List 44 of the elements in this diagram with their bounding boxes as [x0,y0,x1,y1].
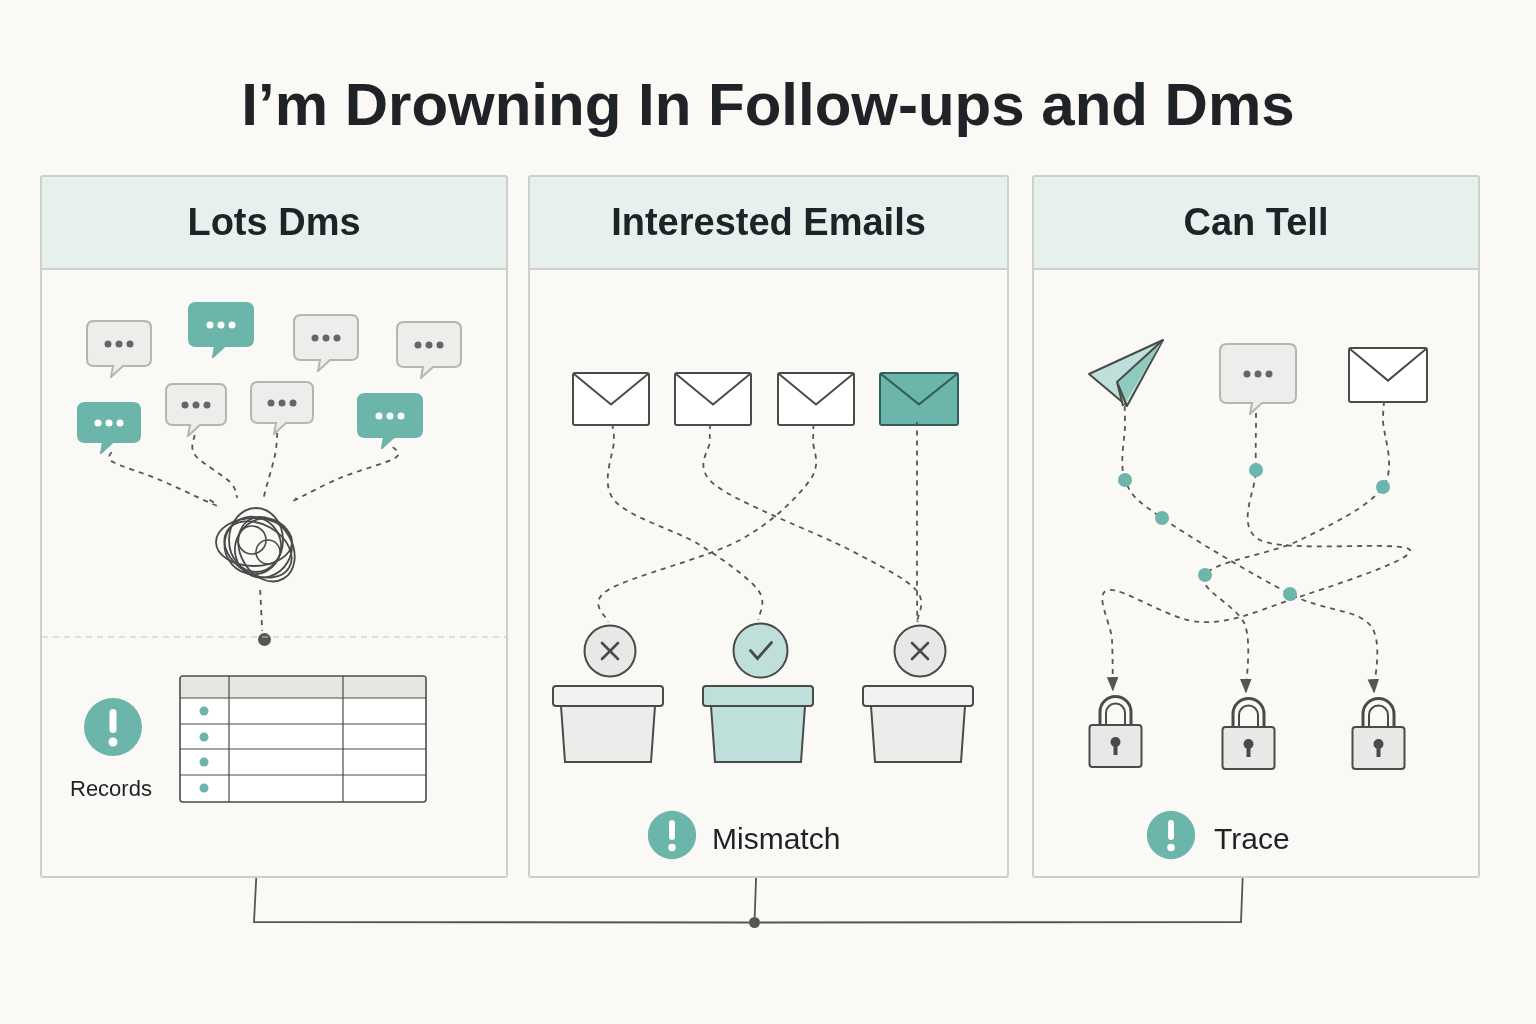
cross-circle-icon [583,624,637,678]
chat-bubble-icon [86,320,152,378]
padlock-icon [1221,694,1276,771]
panel [1032,175,1480,878]
chat-bubble-icon [188,302,254,358]
panel [528,175,1009,878]
padlock-icon [1351,694,1406,771]
panel-title: Interested Emails [611,200,926,245]
chat-bubble-icon [1219,343,1297,415]
warning-label: Records [70,775,152,803]
envelope-icon [1348,347,1428,403]
connector-line [253,877,750,924]
junction-dot [258,633,271,646]
warning-label: Trace [1214,821,1290,857]
connector-line [191,434,239,499]
envelope-icon [572,372,650,426]
arrow [1121,405,1381,694]
panel-title: Lots Dms [187,200,361,245]
panel-title: Can Tell [1183,200,1329,245]
envelope-icon [674,372,752,426]
check-circle-icon [732,622,789,679]
chat-bubble-icon [396,321,462,379]
connector-line [263,432,279,499]
chat-bubble-icon [165,383,227,437]
connector-line [753,877,757,918]
arrow [1101,412,1411,692]
connector-line [916,421,919,623]
connector-line [606,423,764,621]
paper-plane-icon [1087,338,1165,408]
envelope-icon [879,372,959,426]
junction-dot [749,917,760,928]
chat-bubble-icon [357,393,423,449]
chat-bubble-icon [250,381,314,435]
title: I’m Drowning In Follow-ups and Dms [240,70,1296,140]
connector-line [291,446,400,503]
warning-label: Mismatch [712,821,841,857]
envelope-icon [777,372,855,426]
connector-line [759,877,1244,924]
chat-bubble-icon [77,402,141,454]
connector-line [259,589,264,632]
chat-bubble-icon [293,314,359,372]
connector-line [702,423,923,623]
cross-circle-icon [893,624,947,678]
padlock-icon [1088,692,1143,769]
